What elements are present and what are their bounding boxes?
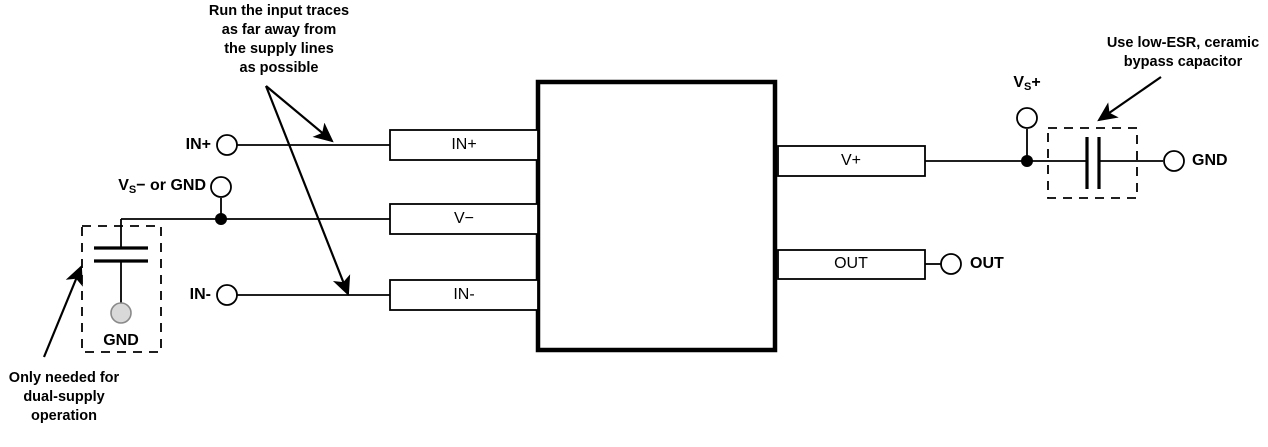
note-dual-supply: Only needed for dual-supply operation — [8, 370, 120, 425]
arrow-to-bypass-cap — [1097, 76, 1162, 122]
vs-plus-prefix: V — [1013, 73, 1024, 91]
vs-plus-suffix: + — [1031, 73, 1041, 91]
bypass-cap-dashed-box — [1047, 127, 1138, 199]
terminal-gnd-left — [110, 302, 132, 324]
pin-label-v-minus: V− — [453, 210, 475, 227]
terminal-label-in-plus: IN+ — [185, 136, 211, 153]
arrow-to-in-minus-trace — [264, 85, 351, 297]
vs-plus-subscript: S — [1023, 81, 1032, 94]
vs-minus-suffix: − or GND — [136, 176, 206, 194]
pin-label-in-minus: IN- — [453, 286, 475, 303]
arrow-to-dual-supply-cap — [42, 264, 83, 358]
terminal-label-vs-plus: VS+ — [1013, 73, 1041, 94]
junction-dot-v-minus — [215, 213, 227, 225]
pin-label-v-plus: V+ — [840, 152, 862, 169]
vs-minus-subscript: S — [128, 184, 137, 197]
terminal-gnd-right — [1163, 150, 1185, 172]
terminal-label-gnd-left: GND — [103, 332, 139, 349]
pin-label-in-plus: IN+ — [451, 136, 477, 153]
terminal-label-vs-minus-or-gnd: VS− or GND — [118, 176, 206, 197]
vs-minus-prefix: V — [118, 176, 129, 194]
amplifier-body — [535, 79, 778, 353]
terminal-label-in-minus: IN- — [189, 286, 211, 303]
note-bypass-capacitor: Use low-ESR, ceramic bypass capacitor — [1106, 35, 1260, 71]
terminal-in-plus — [216, 134, 238, 156]
terminal-vs-plus — [1016, 107, 1038, 129]
note-input-traces: Run the input traces as far away from th… — [208, 3, 350, 77]
terminal-label-out: OUT — [970, 255, 1004, 272]
pin-box-out — [777, 249, 926, 280]
terminal-vs-minus-or-gnd — [210, 176, 232, 198]
pin-label-out: OUT — [834, 255, 868, 272]
pin-box-in-minus — [389, 279, 539, 311]
terminal-label-gnd-right: GND — [1192, 152, 1228, 169]
terminal-out — [940, 253, 962, 275]
pin-box-v-minus — [389, 203, 539, 235]
terminal-in-minus — [216, 284, 238, 306]
arrow-to-in-plus-trace — [265, 85, 334, 143]
